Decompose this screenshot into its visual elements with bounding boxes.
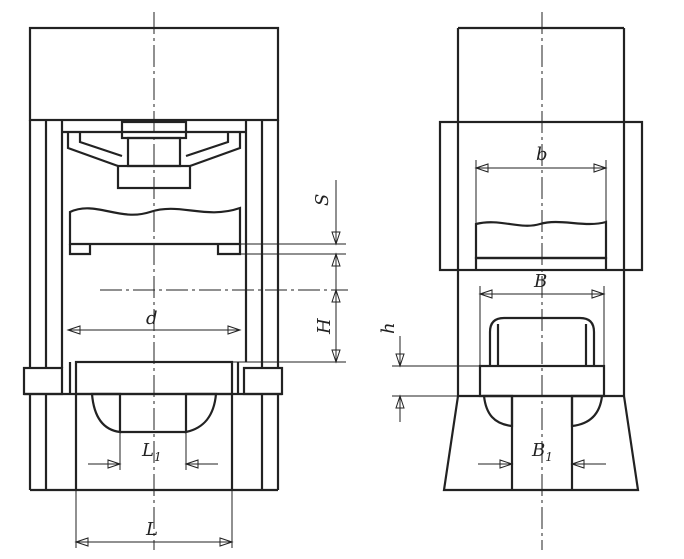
label-L: L: [145, 519, 158, 540]
label-B: B: [533, 271, 547, 292]
dim-d: [66, 325, 242, 335]
dim-B1: [478, 459, 606, 469]
label-h: h: [378, 322, 399, 334]
label-L1-sub: 1: [154, 450, 162, 464]
dim-L: [74, 490, 234, 548]
label-S: S: [312, 194, 333, 206]
side-view: b B h B1: [378, 12, 644, 550]
dim-B: [478, 286, 606, 366]
label-d: d: [146, 308, 158, 329]
dim-L1: [88, 432, 218, 470]
side-crown: [456, 26, 626, 122]
label-b: b: [536, 144, 548, 165]
side-upper-die: [474, 220, 608, 260]
dim-H: [232, 288, 346, 364]
front-ram-lips: [68, 244, 242, 256]
dim-b: [474, 160, 608, 224]
label-B1: B1: [531, 440, 553, 464]
front-upper-die: [68, 206, 242, 246]
side-bed-opening: [482, 394, 604, 428]
front-columns: [28, 120, 280, 368]
label-B1-sub: 1: [545, 450, 553, 464]
label-L1: L1: [141, 440, 162, 464]
dim-h: [392, 336, 480, 422]
front-base: [28, 394, 280, 492]
label-L1-main: L: [141, 440, 154, 461]
label-B1-main: B: [531, 440, 545, 461]
side-columns: [456, 270, 626, 396]
label-H: H: [314, 318, 335, 335]
dim-S: [240, 180, 346, 290]
front-view: S H d L1 L: [22, 12, 348, 550]
